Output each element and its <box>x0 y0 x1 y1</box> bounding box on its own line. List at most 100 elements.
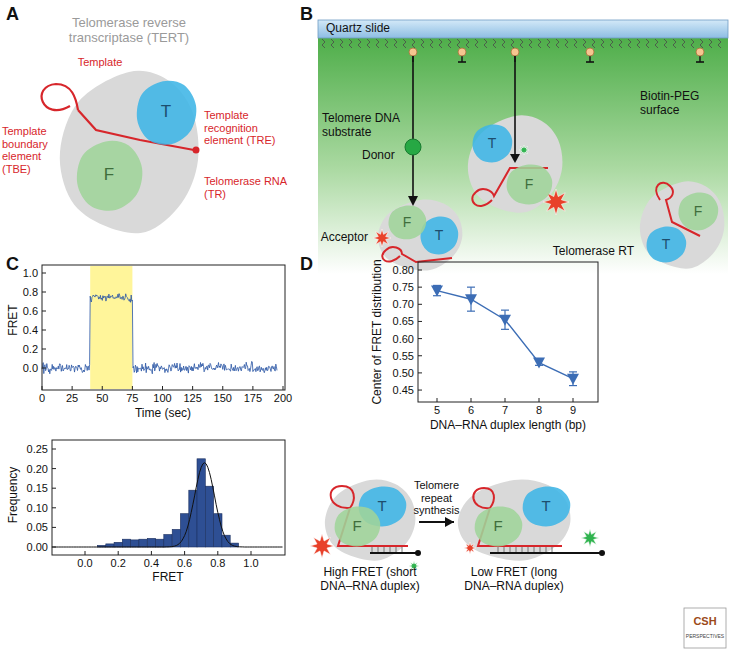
fingers-shape <box>679 192 719 230</box>
tick-mark <box>42 311 46 312</box>
tick-label: 0.45 <box>393 384 414 397</box>
rna-hairpin <box>331 486 354 508</box>
reaction-arrow <box>419 517 454 527</box>
tick-mark <box>222 386 223 390</box>
donor-dye <box>581 529 599 547</box>
domain-letter: F <box>694 203 703 219</box>
tick-mark <box>52 468 56 469</box>
tick-mark <box>192 386 193 390</box>
error-cap <box>569 371 577 372</box>
complex-label: Telomerase reverse transcriptase (TERT) <box>59 16 199 46</box>
domain-letter: F <box>493 517 502 534</box>
telomere-dna <box>370 552 416 554</box>
histogram-bar <box>205 486 213 547</box>
part-label: Template boundary element (TBE) <box>2 125 58 176</box>
part-label: Donor <box>362 149 395 163</box>
acceptor-dye <box>310 534 334 558</box>
complex-label: High FRET (short DNA–RNA duplex) <box>314 566 426 594</box>
tick-mark <box>42 330 46 331</box>
domain-letter: F <box>352 517 361 534</box>
tick-mark <box>85 551 86 555</box>
data-point <box>533 358 545 369</box>
thumb-shape <box>473 124 513 162</box>
data-point <box>465 294 477 305</box>
tick-label: 8 <box>536 404 542 417</box>
bound-interval <box>90 266 132 389</box>
part-label: Acceptor <box>321 231 368 245</box>
error-cap <box>467 287 475 288</box>
tick-label: 6 <box>468 404 474 417</box>
tick-mark <box>418 390 422 391</box>
fret-trace <box>42 294 277 374</box>
fingers-domain: F <box>678 192 718 230</box>
base-pair <box>516 547 517 552</box>
axis-title: FRET <box>7 304 21 335</box>
tick-label: 175 <box>244 392 262 405</box>
plot-frame <box>42 265 285 390</box>
tick-mark <box>42 368 46 369</box>
tick-label: 0.4 <box>144 557 159 570</box>
logo-frame <box>684 608 726 648</box>
base-pair <box>552 547 553 552</box>
fingers-shape <box>335 506 381 546</box>
tert-outline <box>458 479 571 560</box>
tick-label: 0.2 <box>111 557 126 570</box>
fingers-shape <box>507 164 553 204</box>
histogram-bar <box>122 539 130 547</box>
fingers-domain: F <box>388 205 426 239</box>
tick-label: 0.75 <box>393 281 414 294</box>
histogram-bar <box>172 529 180 547</box>
tick-mark <box>42 292 46 293</box>
part-label: Template <box>78 56 123 69</box>
thumb-shape <box>137 81 197 145</box>
domain-letter: T <box>435 227 444 243</box>
histogram-bar <box>222 535 230 547</box>
fingers-shape <box>389 205 427 239</box>
histogram-bar <box>164 535 172 548</box>
tick-mark <box>251 551 252 555</box>
tick-label: 0.8 <box>210 557 225 570</box>
base-pair <box>546 547 547 552</box>
biotin-bead <box>511 48 519 56</box>
tick-label: 0.4 <box>23 324 38 337</box>
base-pair <box>510 547 511 552</box>
plot-frame <box>418 262 598 402</box>
panel-letter: B <box>300 4 313 25</box>
tick-mark <box>252 386 253 390</box>
tick-mark <box>42 273 46 274</box>
biotin-bead <box>696 48 704 56</box>
base-pair <box>540 547 541 552</box>
dna-substrate <box>514 56 516 156</box>
axis-title: Center of FRET distribution <box>371 259 385 404</box>
fingers-domain: F <box>506 164 552 204</box>
biotin-bead <box>586 48 594 56</box>
gaussian-fit <box>52 463 283 547</box>
tick-label: 0.70 <box>393 298 414 311</box>
tick-label: 0.65 <box>393 315 414 328</box>
base-pair <box>504 547 505 552</box>
tick-label: 9 <box>570 404 576 417</box>
base-pair <box>522 547 523 552</box>
thumb-shape <box>523 486 571 526</box>
tick-label: 0.50 <box>393 367 414 380</box>
tick-mark <box>52 449 56 450</box>
dna-arrowhead <box>510 154 520 163</box>
rna-hairpin <box>473 488 494 508</box>
domain-letter: F <box>104 165 114 185</box>
fingers-domain: F <box>334 506 380 546</box>
axis-title: FRET <box>152 571 183 585</box>
tick-mark <box>162 386 163 390</box>
thumb-domain: T <box>522 486 570 526</box>
histogram-bar <box>131 540 139 547</box>
tick-mark <box>505 398 506 402</box>
tick-mark <box>102 386 103 390</box>
thumb-domain: T <box>136 80 196 144</box>
domain-letter: F <box>525 176 534 192</box>
tick-label: 0.60 <box>393 332 414 345</box>
tick-mark <box>42 349 46 350</box>
tick-label: 0.20 <box>27 462 48 475</box>
tert-complex <box>378 200 463 271</box>
panel-letter: D <box>300 254 313 275</box>
tick-mark <box>118 551 119 555</box>
